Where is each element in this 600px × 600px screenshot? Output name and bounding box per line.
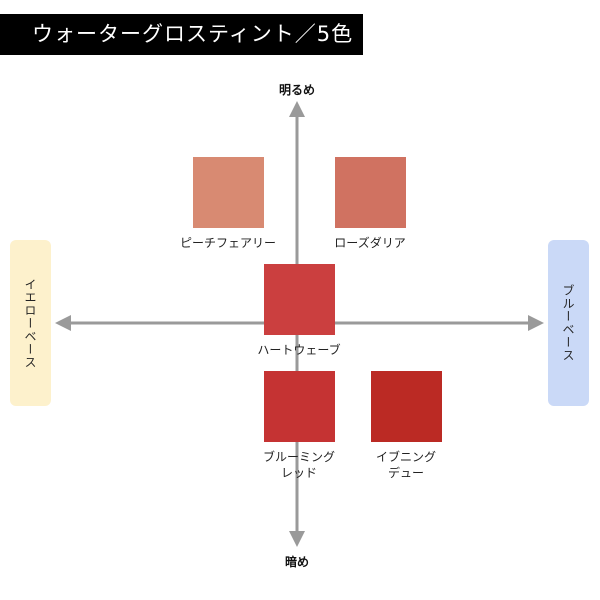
axis-label-dark: 暗め [284,555,310,569]
swatch-label-rose-dahlia: ローズダリア [334,236,406,250]
yellow-base-label: イエローベース [23,277,37,369]
arrow-right-icon [528,315,544,331]
arrow-up-icon [289,101,305,117]
arrow-down-icon [289,531,305,547]
yellow-base-panel: イエローベース [10,240,51,406]
page-title: ウォーターグロスティント／5色 [0,14,363,55]
arrow-left-icon [55,315,71,331]
swatch-label-heart-wave: ハートウェーブ [257,343,341,357]
axis-label-bright: 明るめ [278,83,316,97]
swatch-heart-wave [264,264,335,335]
swatch-label-blooming-red: ブルーミング レッド [262,450,335,480]
swatch-label-evening-dew: イブニング デュー [375,450,436,480]
swatch-evening-dew [371,371,442,442]
blue-base-label: ブルーベース [561,284,575,362]
blue-base-panel: ブルーベース [548,240,589,406]
swatch-label-peach-fairy: ピーチフェアリー [179,236,276,250]
swatch-rose-dahlia [335,157,406,228]
swatch-blooming-red [264,371,335,442]
swatch-peach-fairy [193,157,264,228]
